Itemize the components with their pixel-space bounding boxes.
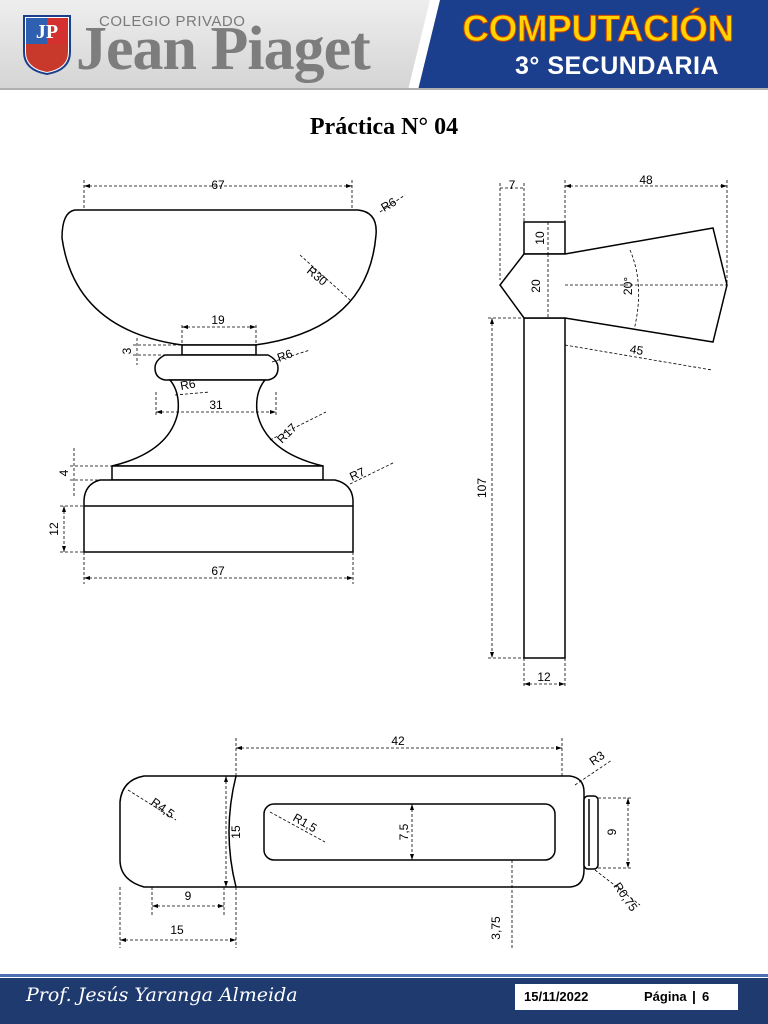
bar-left-curve: [228, 775, 237, 888]
cup-base: [83, 479, 354, 553]
cup-step: [111, 465, 324, 481]
page-separator: |: [692, 988, 696, 1004]
cup-stem-width-label: 31: [209, 398, 223, 412]
bar-tab-height-label: 9: [605, 828, 619, 835]
cup-collar-radius-label: R6: [275, 346, 295, 365]
axe-head-height-label: 20: [529, 279, 543, 293]
school-prefix: COLEGIO PRIVADO: [99, 13, 246, 30]
bar-drawing: [119, 775, 599, 888]
cup-neck-gap-label: 3: [120, 347, 134, 354]
axe-handle-offset-label: 7: [509, 178, 516, 192]
page-label: Página: [644, 989, 687, 1004]
bar-left-outer-label: 15: [170, 923, 184, 937]
cup-top-radius-label: R6: [379, 195, 400, 215]
cup-neck-width-label: 19: [211, 313, 225, 327]
cup-neck: [181, 344, 257, 356]
bar-slot-height-label: 7,5: [397, 823, 411, 840]
subject-title: COMPUTACIÓN: [462, 8, 735, 50]
cup-base-radius-label: R7: [347, 464, 367, 483]
cup-collar: [154, 354, 279, 381]
axe-handle: [523, 317, 566, 659]
school-name: Jean Piaget: [76, 15, 371, 83]
axe-angle-label: 20°: [621, 277, 635, 295]
grade-label: 3° SECUNDARIA: [514, 52, 720, 80]
author-name: Prof. Jesús Yaranga Almeida: [26, 984, 298, 1006]
footer-divider: [0, 974, 768, 977]
cup-stem-radius-low-label: R17: [274, 420, 300, 446]
bar-dimensions: [119, 738, 641, 948]
dimension-arrows: [62, 184, 727, 942]
page-number: 6: [702, 989, 710, 1004]
axe-handle-width-label: 12: [537, 670, 551, 684]
page-title: Práctica N° 04: [309, 114, 459, 140]
cup-base-width-label: 67: [211, 564, 225, 578]
cup-base-height-label: 12: [47, 522, 61, 536]
cup-stem-radius-top-label: R6: [179, 376, 197, 393]
page-header: JP COLEGIO PRIVADO Jean Piaget COMPUTACI…: [0, 0, 768, 90]
axe-head: [499, 227, 728, 343]
logo-text: JP: [36, 21, 58, 43]
cup-dimensions: [60, 180, 406, 584]
cup-drawing: [61, 209, 377, 553]
axe-head-block: [523, 221, 566, 255]
axe-drawing: [499, 221, 728, 659]
axe-head-length-label: 48: [639, 173, 653, 187]
bar-length-label: 42: [391, 734, 405, 748]
bar-slot-offset-label: 3,75: [489, 916, 503, 940]
bar-slot: [263, 803, 556, 861]
axe-handle-length-label: 107: [475, 478, 489, 498]
bar-tab-radius-label: R0,75: [611, 880, 641, 915]
bar-tab: [583, 795, 599, 870]
axe-block-label: 10: [533, 231, 547, 245]
axe-blade-length-label: 45: [629, 342, 645, 358]
cup-step-height-label: 4: [57, 469, 71, 476]
school-logo: JP: [23, 15, 71, 76]
axe-dimensions: [488, 180, 728, 688]
footer-date: 15/11/2022: [524, 989, 589, 1004]
bar-left-inner-label: 9: [185, 889, 192, 903]
cup-top-width-label: 67: [211, 178, 225, 192]
axe-dimension-labels: 7 48 10 20 20° 45 107 12: [475, 173, 653, 684]
bar-height-label: 15: [229, 825, 243, 839]
footer-info-box: [514, 983, 739, 1011]
header-banner: [0, 0, 768, 90]
